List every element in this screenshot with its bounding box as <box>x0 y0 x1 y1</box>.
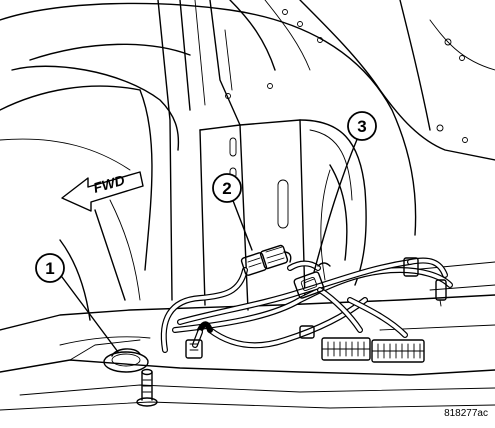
callout-3: 3 <box>347 111 377 141</box>
floor-connectors <box>321 337 425 363</box>
fwd-arrow: FWD <box>61 171 144 212</box>
leader-lines <box>61 136 359 353</box>
body-structure <box>0 0 495 411</box>
floor-grommet <box>103 348 158 407</box>
wiring-harness <box>160 257 453 359</box>
figure-id: 818277ac <box>444 408 488 419</box>
inline-connector <box>240 244 292 276</box>
sensor-connector <box>293 262 331 299</box>
callout-1: 1 <box>35 253 65 283</box>
fwd-arrow-icon <box>61 171 144 212</box>
callout-2-number: 2 <box>222 179 231 198</box>
callout-3-number: 3 <box>357 117 366 136</box>
callout-2: 2 <box>212 173 242 203</box>
callout-1-number: 1 <box>45 259 54 278</box>
